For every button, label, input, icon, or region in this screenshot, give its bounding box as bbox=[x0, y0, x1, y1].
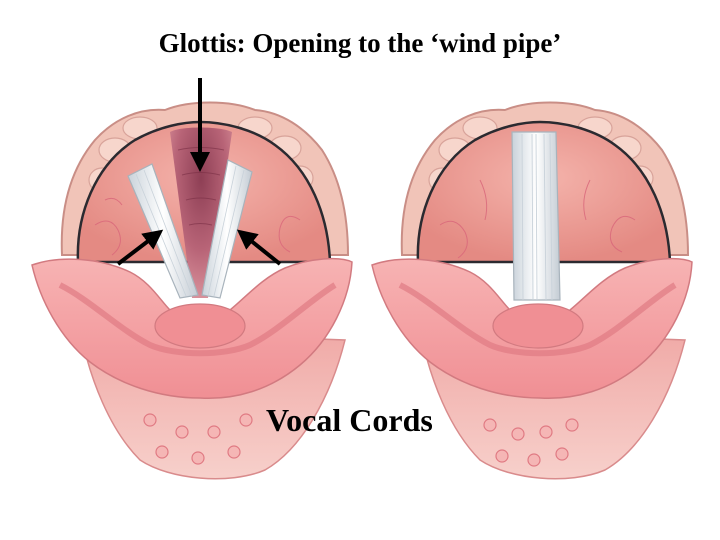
vocal-cords-closed bbox=[511, 131, 561, 301]
papillae bbox=[143, 413, 253, 465]
slide-title: Glottis: Opening to the ‘wind pipe’ bbox=[158, 28, 562, 58]
larynx-closed bbox=[371, 101, 693, 480]
epiglottis bbox=[154, 303, 246, 349]
glottis-opening bbox=[170, 127, 232, 298]
vocal-cords-label: Vocal Cords bbox=[266, 402, 433, 438]
vocal-cord-right bbox=[201, 159, 253, 299]
arrow-left-cord bbox=[116, 229, 164, 266]
annotation-arrows bbox=[116, 78, 282, 266]
larynx-open bbox=[31, 101, 353, 480]
papillae bbox=[483, 418, 579, 467]
arrow-right-cord bbox=[236, 229, 282, 266]
epiglottis bbox=[492, 303, 584, 349]
